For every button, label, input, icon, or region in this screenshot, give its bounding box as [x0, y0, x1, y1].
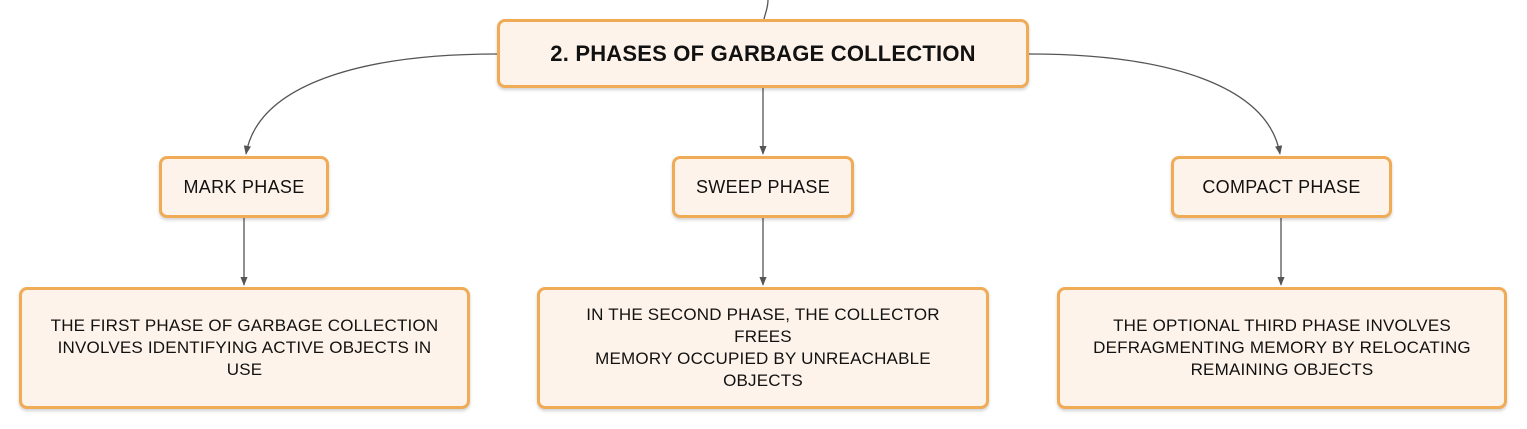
- sweep-phase-description-node[interactable]: IN THE SECOND PHASE, THE COLLECTOR FREES…: [537, 287, 989, 409]
- description-line: REMAINING OBJECTS: [1190, 360, 1374, 379]
- mark-phase-label: MARK PHASE: [183, 176, 305, 197]
- description-line: DEFRAGMENTING MEMORY BY RELOCATING: [1093, 338, 1471, 357]
- edge-incoming-root: [763, 0, 769, 20]
- compact-phase-label: COMPACT PHASE: [1202, 176, 1361, 197]
- sweep-phase-node[interactable]: SWEEP PHASE: [672, 156, 854, 218]
- compact-phase-description: THE OPTIONAL THIRD PHASE INVOLVES DEFRAG…: [1093, 315, 1471, 381]
- sweep-phase-description: IN THE SECOND PHASE, THE COLLECTOR FREES…: [558, 304, 968, 392]
- root-node[interactable]: 2. PHASES OF GARBAGE COLLECTION: [497, 19, 1029, 88]
- edge-root-to-compact: [1028, 53, 1283, 155]
- sweep-phase-label: SWEEP PHASE: [695, 176, 830, 197]
- description-line: THE OPTIONAL THIRD PHASE INVOLVES: [1113, 316, 1451, 335]
- description-line: INVOLVES IDENTIFYING ACTIVE OBJECTS IN U…: [57, 338, 432, 379]
- edge-root-to-mark: [243, 53, 498, 155]
- compact-phase-node[interactable]: COMPACT PHASE: [1171, 156, 1392, 218]
- description-line: THE FIRST PHASE OF GARBAGE COLLECTION: [50, 316, 439, 335]
- root-node-title: 2. PHASES OF GARBAGE COLLECTION: [550, 40, 976, 66]
- description-line: MEMORY OCCUPIED BY UNREACHABLE OBJECTS: [595, 349, 931, 390]
- mark-phase-description-node[interactable]: THE FIRST PHASE OF GARBAGE COLLECTION IN…: [19, 287, 470, 409]
- description-line: IN THE SECOND PHASE, THE COLLECTOR FREES: [586, 305, 940, 346]
- mark-phase-node[interactable]: MARK PHASE: [159, 156, 329, 218]
- mark-phase-description: THE FIRST PHASE OF GARBAGE COLLECTION IN…: [40, 315, 449, 381]
- compact-phase-description-node[interactable]: THE OPTIONAL THIRD PHASE INVOLVES DEFRAG…: [1057, 287, 1507, 409]
